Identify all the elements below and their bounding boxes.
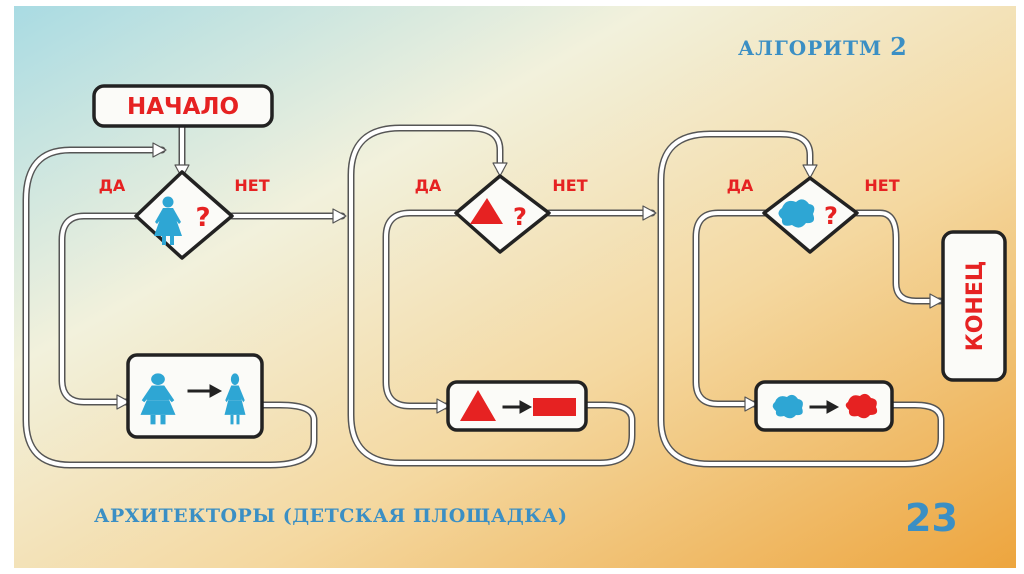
end-block: КОНЕЦ bbox=[941, 230, 1007, 382]
decision-2-no-label: НЕТ bbox=[552, 176, 587, 195]
page-number: 23 bbox=[905, 496, 958, 540]
red-triangle-icon bbox=[460, 390, 496, 421]
algorithm-title-number: 2 bbox=[890, 32, 908, 61]
action-3 bbox=[754, 380, 894, 432]
decision-1-yes-label: ДА bbox=[99, 176, 126, 195]
blue-blob-icon bbox=[772, 394, 803, 419]
connector-lines bbox=[22, 122, 945, 469]
transform-arrow-icon bbox=[502, 400, 533, 414]
decision-1-no-label: НЕТ bbox=[234, 176, 269, 195]
end-label: КОНЕЦ bbox=[963, 261, 988, 352]
transform-arrow-icon bbox=[187, 384, 223, 398]
red-blob-icon bbox=[845, 393, 878, 419]
decision-3-yes-label: ДА bbox=[727, 176, 754, 195]
algorithm-title-word: АЛГОРИТМ bbox=[738, 36, 883, 60]
decision-2: ? bbox=[454, 174, 551, 254]
action-2 bbox=[446, 380, 588, 432]
decision-3-no-label: НЕТ bbox=[864, 176, 899, 195]
decision-2-yes-label: ДА bbox=[415, 176, 442, 195]
start-block: НАЧАЛО bbox=[92, 84, 274, 128]
algorithm-title: АЛГОРИТМ 2 bbox=[738, 32, 908, 61]
red-triangle-icon bbox=[470, 198, 503, 224]
decision-1: ? bbox=[134, 170, 234, 260]
red-rectangle-icon bbox=[533, 398, 576, 416]
blue-blob-icon bbox=[778, 199, 815, 228]
decision-3-question-mark: ? bbox=[824, 202, 838, 230]
transform-arrow-icon bbox=[809, 400, 840, 414]
slide-caption: АРХИТЕКТОРЫ (ДЕТСКАЯ ПЛОЩАДКА) bbox=[94, 505, 568, 527]
decision-2-question-mark: ? bbox=[513, 203, 527, 231]
action-1 bbox=[126, 353, 264, 439]
decision-1-question-mark: ? bbox=[195, 203, 210, 233]
start-label: НАЧАЛО bbox=[127, 94, 239, 120]
decision-3: ? bbox=[762, 176, 859, 254]
